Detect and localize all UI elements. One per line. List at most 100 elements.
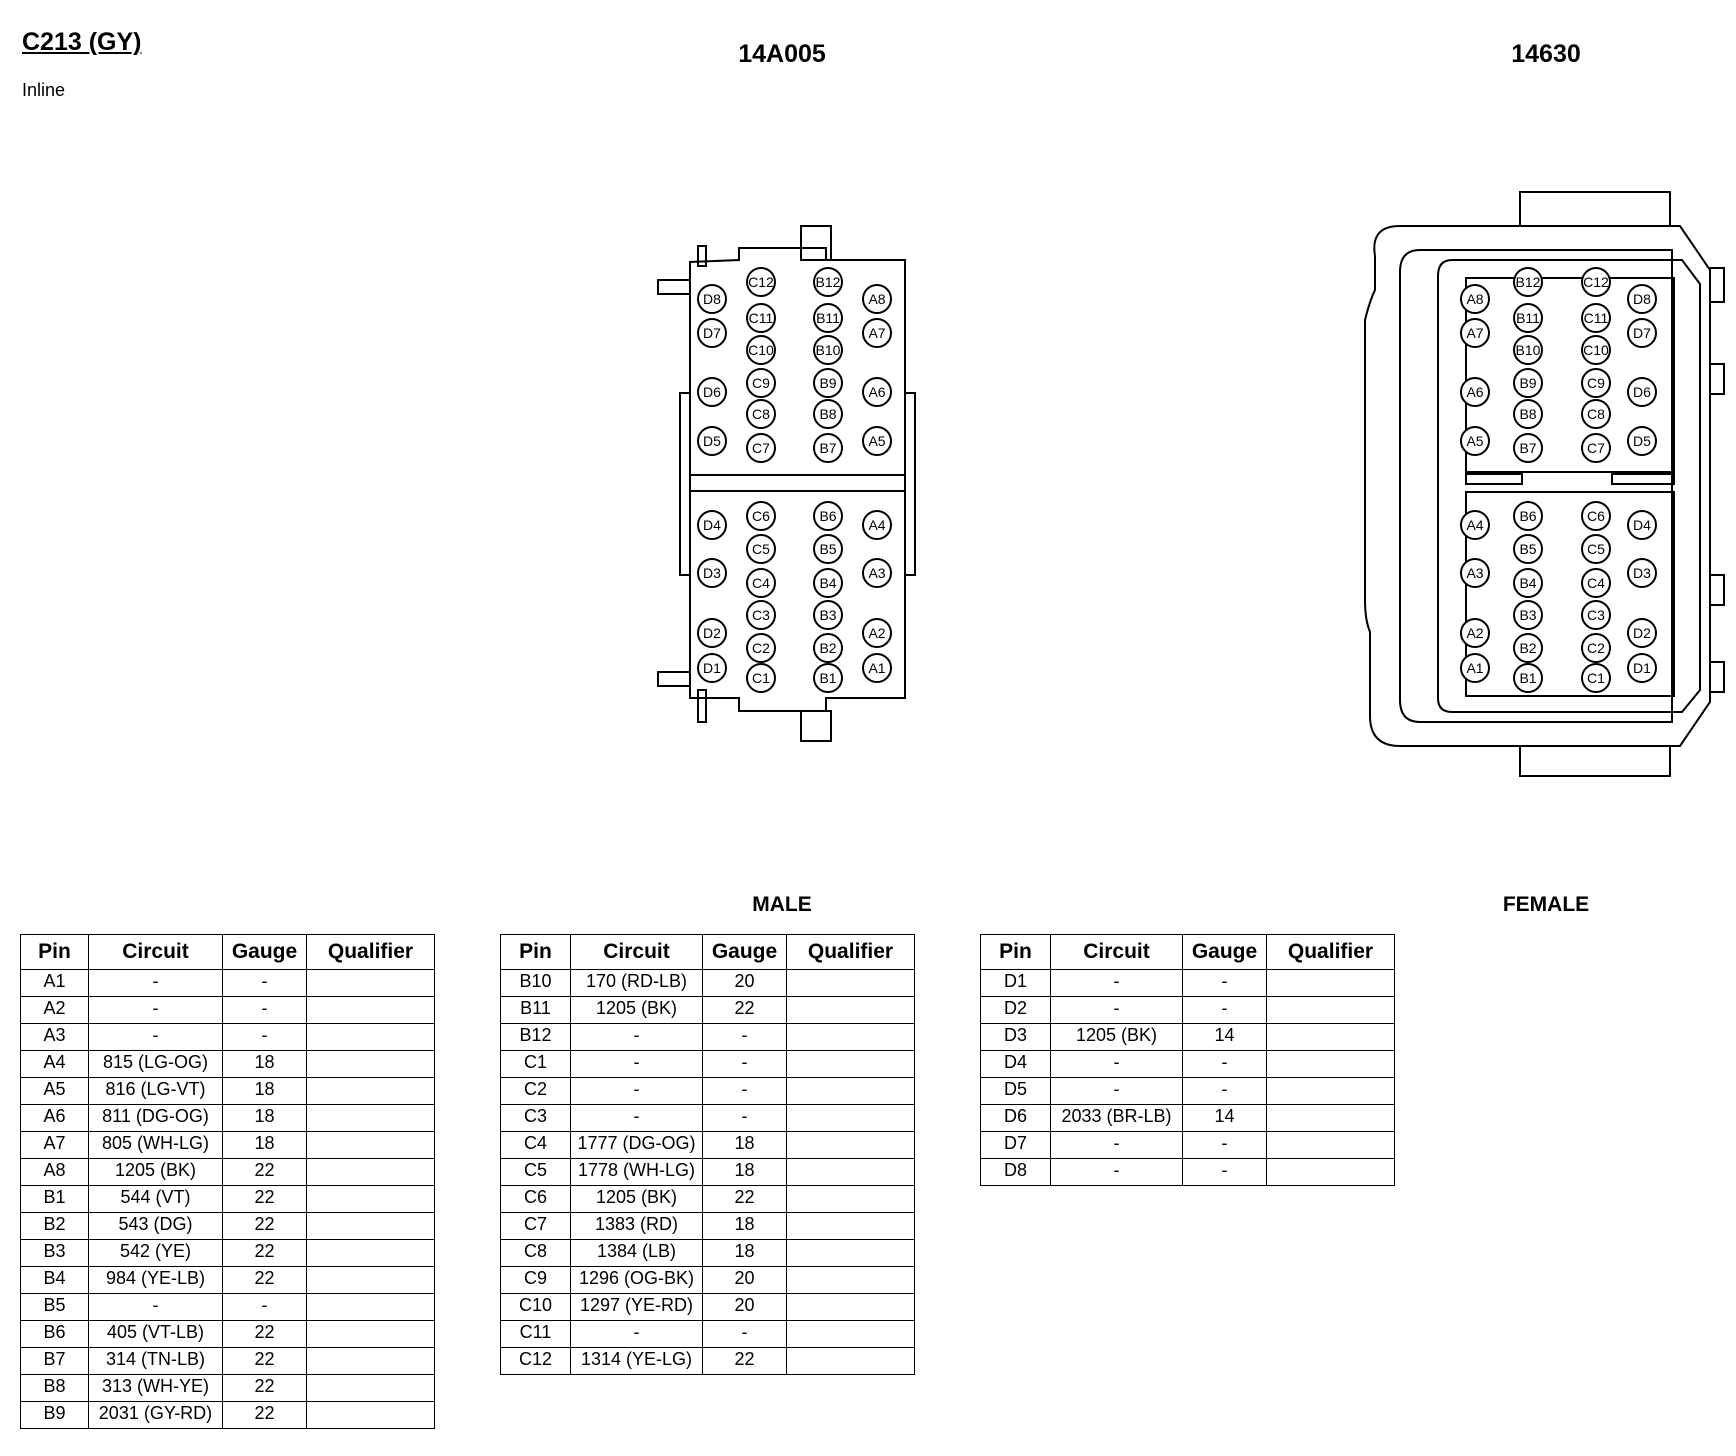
pin-d4-label: D4 <box>703 517 721 533</box>
cell-qualifier <box>306 1077 435 1105</box>
pin-a3-label: A3 <box>868 565 885 581</box>
pin-c9-circle <box>1581 368 1611 398</box>
pin-a3-circle <box>862 558 892 588</box>
pin-b11-label: B11 <box>1516 310 1540 326</box>
cell-gauge: - <box>702 1050 787 1078</box>
cell-qualifier <box>786 1185 915 1213</box>
pin-b10-label: B10 <box>1516 342 1541 358</box>
pin-c11-circle <box>1581 303 1611 333</box>
cell-qualifier <box>306 1347 435 1375</box>
pin-c7-circle <box>1581 433 1611 463</box>
pin-a7-label: A7 <box>868 325 885 341</box>
pin-d1-circle <box>697 653 727 683</box>
pin-b10-label: B10 <box>816 342 841 358</box>
cell-pin: D4 <box>980 1050 1051 1078</box>
cell-pin: A7 <box>20 1131 89 1159</box>
cell-qualifier <box>306 1320 435 1348</box>
cell-circuit: 542 (YE) <box>88 1239 223 1267</box>
table-row: A1-- <box>20 969 435 997</box>
header-qualifier: Qualifier <box>786 934 915 970</box>
pin-b3-label: B3 <box>819 607 836 623</box>
cell-qualifier <box>786 1131 915 1159</box>
cell-pin: D1 <box>980 969 1051 997</box>
pin-a7-label: A7 <box>1466 325 1483 341</box>
cell-qualifier <box>786 1347 915 1375</box>
cell-gauge: - <box>222 996 307 1024</box>
pin-c6-label: C6 <box>1587 508 1605 524</box>
table-row: D7-- <box>980 1131 1395 1159</box>
cell-qualifier <box>786 1077 915 1105</box>
cell-circuit: 816 (LG-VT) <box>88 1077 223 1105</box>
pin-d5-circle <box>697 426 727 456</box>
pin-a3-circle <box>1460 558 1490 588</box>
pin-a4-circle <box>1460 510 1490 540</box>
header-pin: Pin <box>20 934 89 970</box>
male-label: MALE <box>752 893 812 916</box>
pin-d4-circle <box>1627 510 1657 540</box>
pin-b1-label: B1 <box>1519 670 1536 686</box>
cell-qualifier <box>306 1131 435 1159</box>
pin-c1-circle <box>1581 663 1611 693</box>
pin-d5-label: D5 <box>1633 433 1651 449</box>
pin-c7-label: C7 <box>1587 440 1605 456</box>
cell-circuit: - <box>570 1320 703 1348</box>
cell-qualifier <box>306 1185 435 1213</box>
cell-gauge: 14 <box>1182 1104 1267 1132</box>
female-part-number: 14630 <box>1511 40 1581 68</box>
cell-circuit: 815 (LG-OG) <box>88 1050 223 1078</box>
header-pin: Pin <box>500 934 571 970</box>
pin-b5-circle <box>813 534 843 564</box>
pin-c1-label: C1 <box>1587 670 1605 686</box>
female-connector-body <box>1364 191 1725 777</box>
cell-gauge: - <box>1182 1077 1267 1105</box>
cell-qualifier <box>306 1212 435 1240</box>
pin-d8-label: D8 <box>703 291 721 307</box>
cell-circuit: 2033 (BR-LB) <box>1050 1104 1183 1132</box>
pin-c11-label: C11 <box>1584 310 1609 326</box>
pin-d6-circle <box>697 377 727 407</box>
pin-c9-label: C9 <box>752 375 770 391</box>
cell-circuit: - <box>570 1077 703 1105</box>
pin-d4-label: D4 <box>1633 517 1651 533</box>
cell-pin: B6 <box>20 1320 89 1348</box>
cell-pin: A8 <box>20 1158 89 1186</box>
pin-d8-circle <box>1627 284 1657 314</box>
pin-c12-circle <box>1581 267 1611 297</box>
table-row: B12-- <box>500 1023 915 1051</box>
pin-a5-circle <box>862 426 892 456</box>
table-row: D8-- <box>980 1158 1395 1186</box>
cell-qualifier <box>786 1158 915 1186</box>
pin-a2-circle <box>862 618 892 648</box>
cell-circuit: 1777 (DG-OG) <box>570 1131 703 1159</box>
cell-qualifier <box>786 1023 915 1051</box>
cell-circuit: 1296 (OG-BK) <box>570 1266 703 1294</box>
pin-d8-circle <box>697 284 727 314</box>
pin-d7-circle <box>697 318 727 348</box>
pin-c4-circle <box>1581 568 1611 598</box>
pin-d2-label: D2 <box>1633 625 1651 641</box>
pin-d2-circle <box>697 618 727 648</box>
cell-circuit: 1314 (YE-LG) <box>570 1347 703 1375</box>
cell-pin: B8 <box>20 1374 89 1402</box>
cell-pin: C7 <box>500 1212 571 1240</box>
cell-gauge: - <box>702 1104 787 1132</box>
cell-qualifier <box>306 1374 435 1402</box>
pin-d3-circle <box>1627 558 1657 588</box>
pin-c10-label: C10 <box>748 342 774 358</box>
pin-b2-circle <box>1513 633 1543 663</box>
cell-circuit: - <box>1050 1131 1183 1159</box>
cell-gauge: - <box>702 1023 787 1051</box>
pin-c1-label: C1 <box>752 670 770 686</box>
pin-a8-circle <box>862 284 892 314</box>
pin-d7-label: D7 <box>703 325 721 341</box>
pin-a3-label: A3 <box>1466 565 1483 581</box>
cell-gauge: - <box>222 969 307 997</box>
pin-b11-circle <box>1513 303 1543 333</box>
